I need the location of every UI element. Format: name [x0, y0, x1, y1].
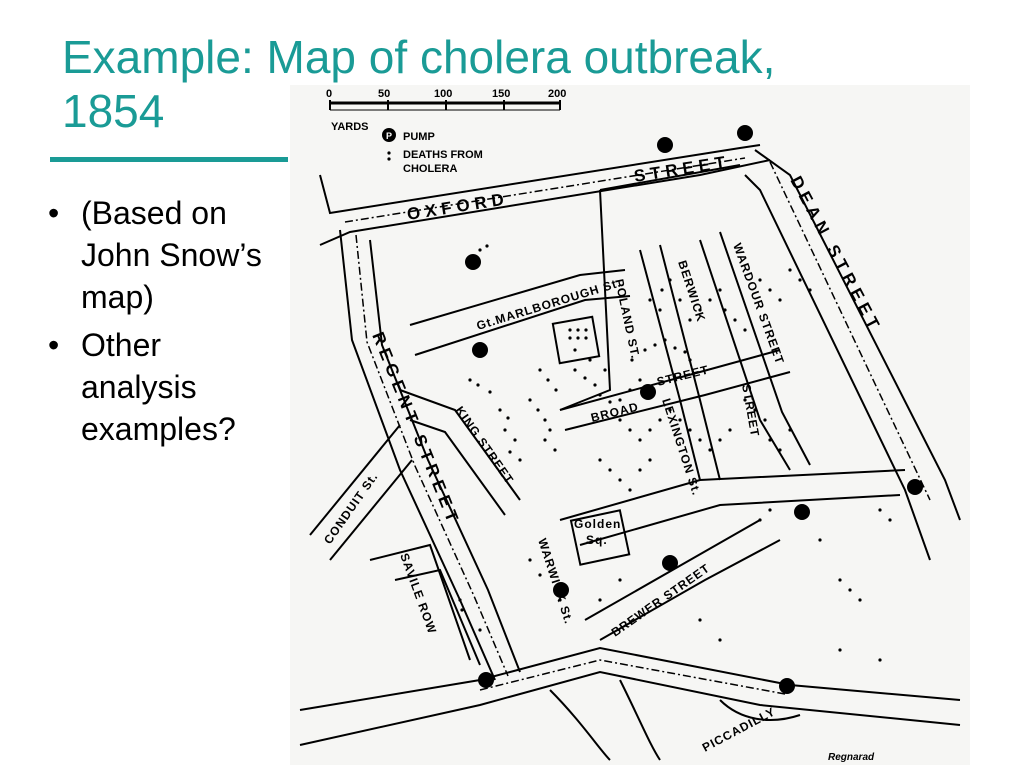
map-legend: P PUMP DEATHS FROM CHOLERA: [382, 128, 483, 175]
street-network: [299, 144, 961, 761]
pump-icon: [794, 504, 810, 520]
map-signature: Regnarad: [828, 752, 875, 763]
pump-icon-broad-street: [640, 384, 656, 400]
pump-markers: [465, 125, 923, 694]
scale-tick: 50: [378, 88, 390, 100]
scale-unit: YARDS: [331, 121, 369, 133]
scale-tick: 100: [434, 88, 452, 100]
slide-title-line1: Example: Map of cholera outbreak,: [62, 31, 776, 83]
map-background: [290, 85, 970, 765]
title-underline: [50, 157, 288, 162]
legend-pump: PUMP: [403, 131, 435, 143]
pump-icon: [553, 582, 569, 598]
pump-icon: [662, 555, 678, 571]
legend-deaths-line1: DEATHS FROM: [403, 149, 483, 161]
pump-icon: [472, 342, 488, 358]
bullet-item: Other analysis examples?: [44, 324, 284, 450]
pump-legend-icon: [382, 128, 396, 142]
label-golden: Golden: [574, 517, 621, 531]
cholera-map: 0 50 100 150 200 YARDS P PUMP DEATHS FRO…: [290, 85, 970, 765]
death-markers: [458, 244, 892, 662]
pump-icon: [478, 672, 494, 688]
bullet-list: (Based on John Snow’s map) Other analysi…: [44, 192, 284, 456]
label-golden-sq: Sq.: [586, 533, 608, 547]
scale-bar: 0 50 100 150 200 YARDS: [326, 88, 566, 133]
pump-icon: [657, 137, 673, 153]
pump-icon: [907, 479, 923, 495]
slide-title: Example: Map of cholera outbreak, 1854: [62, 30, 775, 138]
scale-tick: 200: [548, 88, 566, 100]
pump-icon: [779, 678, 795, 694]
scale-tick: 150: [492, 88, 510, 100]
pump-icon-letter: P: [386, 131, 392, 141]
slide-title-line2: 1854: [62, 85, 165, 137]
bullet-item: (Based on John Snow’s map): [44, 192, 284, 318]
pump-icon: [737, 125, 753, 141]
legend-deaths-line2: CHOLERA: [403, 163, 457, 175]
pump-icon: [465, 254, 481, 270]
scale-tick: 0: [326, 88, 332, 100]
